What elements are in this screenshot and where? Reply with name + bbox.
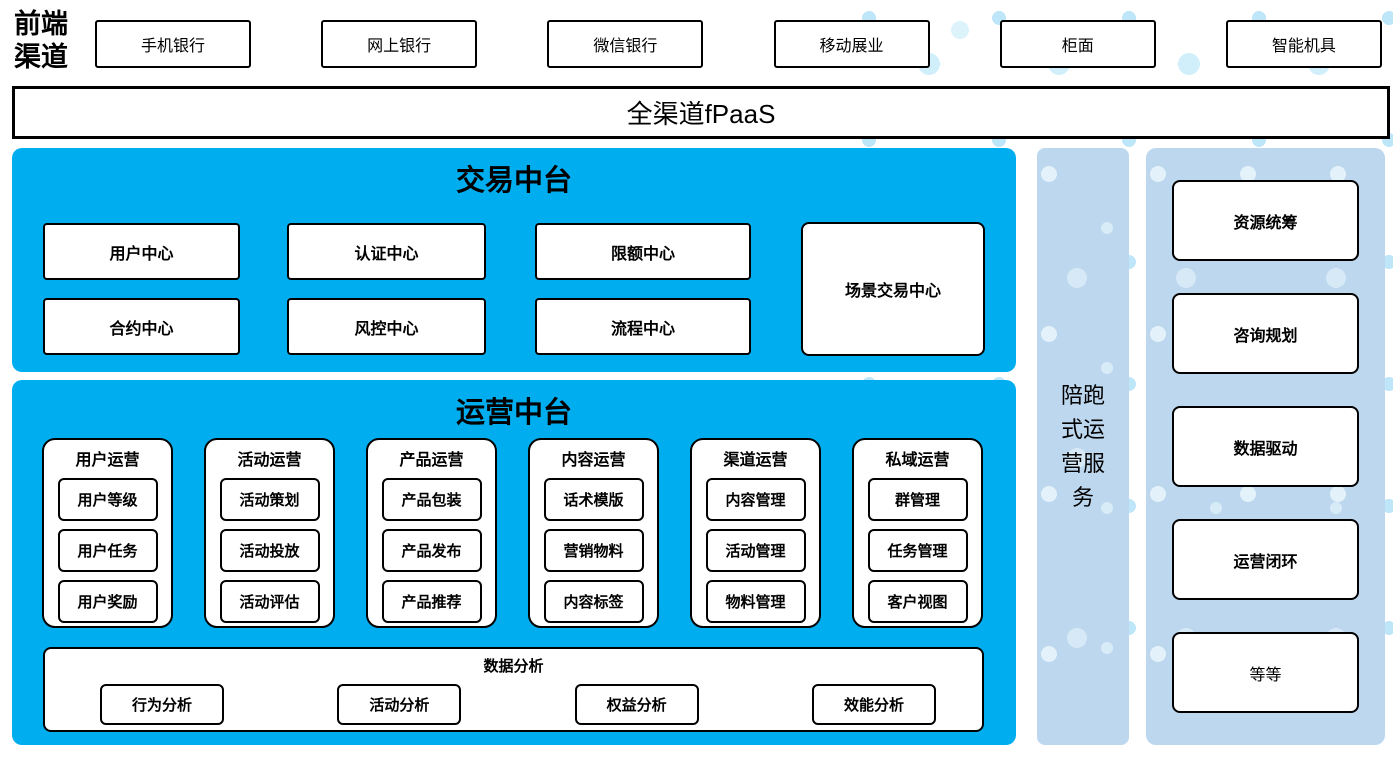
op-item: 活动策划 (219, 478, 320, 521)
op-item: 用户任务 (57, 529, 158, 572)
channel-box-smart-devices: 智能机具 (1225, 20, 1382, 68)
op-item: 群管理 (867, 478, 968, 521)
center-box-process: 流程中心 (535, 298, 751, 355)
op-item: 用户等级 (57, 478, 158, 521)
op-item: 营销物料 (543, 529, 644, 572)
service-box-consulting: 咨询规划 (1172, 293, 1359, 374)
center-box-auth: 认证中心 (287, 223, 486, 280)
transaction-platform-title: 交易中台 (455, 165, 572, 197)
transaction-platform-section: 交易中台 用户中心 认证中心 限额中心 合约中心 风控中心 流程中心 场景交易中… (12, 148, 1016, 372)
op-item: 活动评估 (219, 580, 320, 623)
center-box-user: 用户中心 (43, 223, 240, 280)
op-group-title: 渠道运营 (723, 452, 788, 469)
channel-box-wechat-banking: 微信银行 (547, 20, 704, 68)
center-box-scene-transaction: 场景交易中心 (801, 222, 985, 356)
op-item: 物料管理 (705, 580, 806, 623)
accompanying-service-label: 陪跑式运营服务 (1060, 382, 1105, 510)
operation-groups-row: 用户运营 用户等级 用户任务 用户奖励 活动运营 活动策划 活动投放 活动评估 … (42, 438, 983, 628)
op-group-title: 内容运营 (561, 452, 626, 469)
data-analysis-title: 数据分析 (483, 658, 544, 675)
operation-platform-section: 运营中台 用户运营 用户等级 用户任务 用户奖励 活动运营 活动策划 活动投放 … (12, 380, 1016, 745)
center-box-limit: 限额中心 (535, 223, 751, 280)
op-group-title: 用户运营 (75, 452, 140, 469)
op-item: 活动投放 (219, 529, 320, 572)
op-group-private-domain: 私域运营 群管理 任务管理 客户视图 (852, 438, 983, 628)
op-item: 任务管理 (867, 529, 968, 572)
op-group-activity: 活动运营 活动策划 活动投放 活动评估 (204, 438, 335, 628)
data-analysis-container: 数据分析 行为分析 活动分析 权益分析 效能分析 (43, 647, 984, 732)
front-channels-label: 前端渠道 (14, 9, 68, 72)
front-channels-row: 手机银行 网上银行 微信银行 移动展业 柜面 智能机具 (95, 20, 1382, 68)
op-item: 内容标签 (543, 580, 644, 623)
service-box-data-driven: 数据驱动 (1172, 406, 1359, 487)
analysis-item-behavior: 行为分析 (100, 684, 224, 725)
op-item: 产品推荐 (381, 580, 482, 623)
center-box-risk: 风控中心 (287, 298, 486, 355)
op-group-channel: 渠道运营 内容管理 活动管理 物料管理 (690, 438, 821, 628)
channel-box-mobile-business: 移动展业 (773, 20, 930, 68)
analysis-item-activity: 活动分析 (337, 684, 462, 725)
op-item: 内容管理 (705, 478, 806, 521)
channel-box-counter: 柜面 (999, 20, 1156, 68)
service-box-closed-loop: 运营闭环 (1172, 519, 1359, 600)
op-group-user: 用户运营 用户等级 用户任务 用户奖励 (42, 438, 173, 628)
operation-platform-title: 运营中台 (455, 397, 572, 429)
channel-box-online-banking: 网上银行 (321, 20, 478, 68)
op-group-content: 内容运营 话术模版 营销物料 内容标签 (528, 438, 659, 628)
center-box-contract: 合约中心 (43, 298, 240, 355)
op-item: 产品发布 (381, 529, 482, 572)
op-group-title: 私域运营 (885, 452, 950, 469)
op-item: 话术模版 (543, 478, 644, 521)
analysis-item-rights: 权益分析 (574, 684, 699, 725)
channel-box-mobile-banking: 手机银行 (95, 20, 251, 68)
op-item: 产品包装 (381, 478, 482, 521)
accompanying-operation-service-bar: 陪跑式运营服务 (1037, 148, 1129, 745)
op-group-title: 活动运营 (237, 452, 302, 469)
service-capability-panel: 资源统筹 咨询规划 数据驱动 运营闭环 等等 (1146, 148, 1385, 745)
op-item: 用户奖励 (57, 580, 158, 623)
op-item: 客户视图 (867, 580, 968, 623)
analysis-item-efficiency: 效能分析 (811, 684, 936, 725)
omni-channel-fpaas-bar: 全渠道fPaaS (12, 86, 1390, 139)
data-analysis-row: 行为分析 活动分析 权益分析 效能分析 (45, 684, 982, 725)
service-box-etc: 等等 (1172, 632, 1359, 713)
service-box-resource-planning: 资源统筹 (1172, 180, 1359, 261)
op-group-product: 产品运营 产品包装 产品发布 产品推荐 (366, 438, 497, 628)
op-group-title: 产品运营 (399, 452, 464, 469)
op-item: 活动管理 (705, 529, 806, 572)
